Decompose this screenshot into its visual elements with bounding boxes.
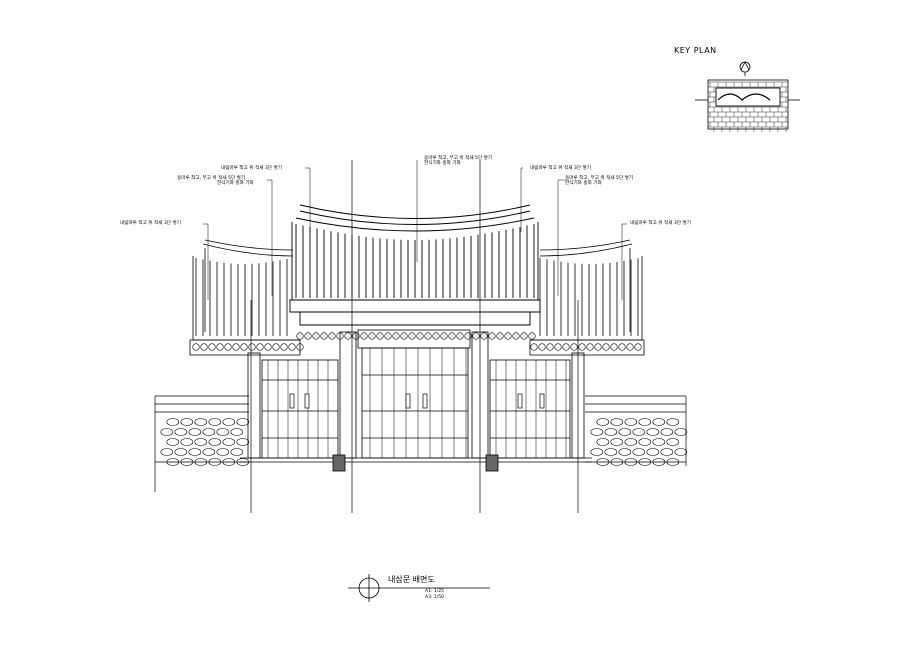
scale-a3: A3: 1/50 [425,595,444,600]
roof-left-wing [189,239,301,356]
masonry-wall-right [585,395,688,466]
roof-right-wing [529,239,645,356]
callout-left-upper: 내림마루 착고 위 적새 3단 쌓기 [221,166,282,171]
title-marker [348,574,490,602]
key-plan-title: KEY PLAN [674,46,717,55]
callout-right-mid-1: 용마루 착고, 부고 위 적새 5단 쌓기 [565,176,634,181]
roof-main [289,204,541,326]
key-plan-graphic [695,61,800,132]
callout-center-1: 용마루 착고, 부고 위 적새 5단 쌓기 [424,156,493,161]
gate-body [240,329,592,472]
north-arrow-icon [739,61,751,73]
callout-left-mid-2: 한식기와 홍와 기와 [217,181,254,186]
scale-a1: A1: 1/25 [425,589,444,594]
callout-right-lower: 내림마루 착고 위 적새 3단 쌓기 [630,221,691,226]
callout-left-mid-1: 용마루 착고, 부고 위 적새 5단 쌓기 [177,176,246,181]
axis-lines [250,160,579,513]
masonry-wall-left [154,395,250,492]
callout-center-2: 한식기와 홍와 기와 [424,161,461,166]
callout-right-mid-2: 한식기와 홍와 기와 [565,181,602,186]
callout-left-lower: 내림마루 착고 위 적새 3단 쌓기 [120,221,181,226]
callout-right-upper: 내림마루 착고 위 적새 3단 쌓기 [530,166,591,171]
drawing-title: 내삼문 배면도 [388,575,435,584]
leader-lines [203,160,627,300]
